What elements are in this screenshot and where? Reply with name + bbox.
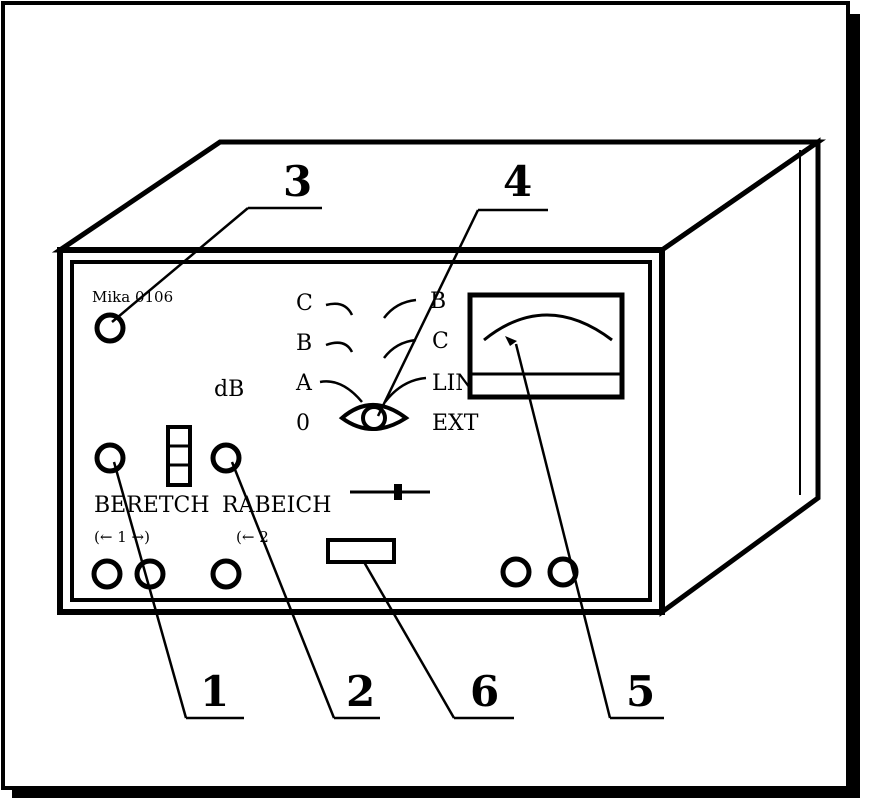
callout-5: 5 bbox=[626, 667, 655, 716]
output-jack-1 bbox=[500, 556, 532, 588]
callout-1: 1 bbox=[200, 667, 229, 716]
selector-left-0: 0 bbox=[296, 411, 310, 436]
center-fitting bbox=[350, 484, 430, 500]
leader-lines bbox=[111, 206, 664, 720]
selector-right-c: C bbox=[432, 329, 449, 354]
selector-left-c: C bbox=[296, 291, 313, 316]
range-sub-2: (← 2 bbox=[236, 528, 269, 546]
callout-3: 3 bbox=[283, 157, 312, 206]
slide-switch bbox=[166, 425, 192, 487]
input-jack-1 bbox=[91, 558, 123, 590]
device-brand: Mika 0106 bbox=[92, 288, 173, 306]
selector-right-ext: EXT bbox=[432, 411, 479, 436]
callout-4: 4 bbox=[503, 157, 532, 206]
range-knob-1 bbox=[94, 442, 126, 474]
meter-scale-arc bbox=[483, 313, 613, 342]
meter-frame bbox=[467, 292, 625, 400]
selector-switch bbox=[319, 298, 427, 431]
db-label: dB bbox=[214, 377, 244, 402]
selector-right-lin: LIN bbox=[432, 371, 475, 396]
range-knob-2 bbox=[210, 442, 242, 474]
range-label-1: BERETCH bbox=[94, 493, 210, 518]
selector-left-b: B bbox=[296, 331, 312, 356]
callout-6: 6 bbox=[470, 667, 499, 716]
power-knob bbox=[94, 312, 126, 344]
selector-left-a: A bbox=[295, 371, 313, 396]
output-jack-2 bbox=[547, 556, 579, 588]
input-jack-3 bbox=[210, 558, 242, 590]
connector-6 bbox=[326, 538, 396, 564]
callout-2: 2 bbox=[346, 667, 375, 716]
knobs bbox=[91, 312, 579, 590]
meter bbox=[467, 292, 625, 400]
meter-pointer bbox=[505, 336, 517, 346]
range-sub-1: (← 1 →) bbox=[94, 528, 150, 546]
range-label-2: RABEICH bbox=[222, 493, 331, 518]
selector-right-b: B bbox=[430, 289, 446, 314]
